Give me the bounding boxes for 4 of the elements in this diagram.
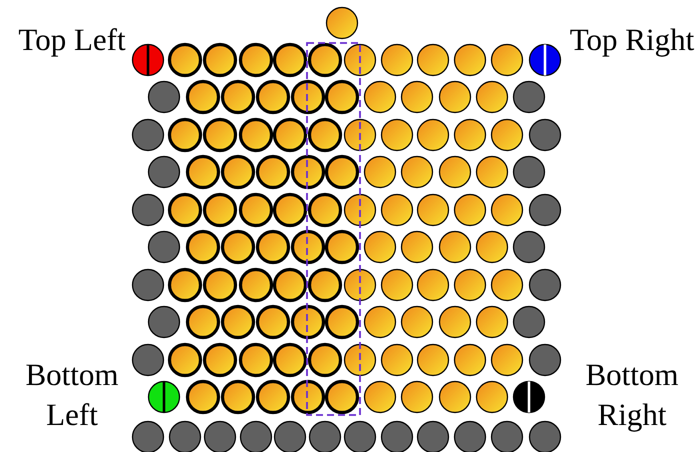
corner-label: Bottom Left: [24, 356, 120, 434]
corner-label: Top Left: [17, 21, 127, 59]
corner-label: Bottom Right: [584, 356, 680, 434]
corner-label: Top Right: [568, 21, 696, 59]
